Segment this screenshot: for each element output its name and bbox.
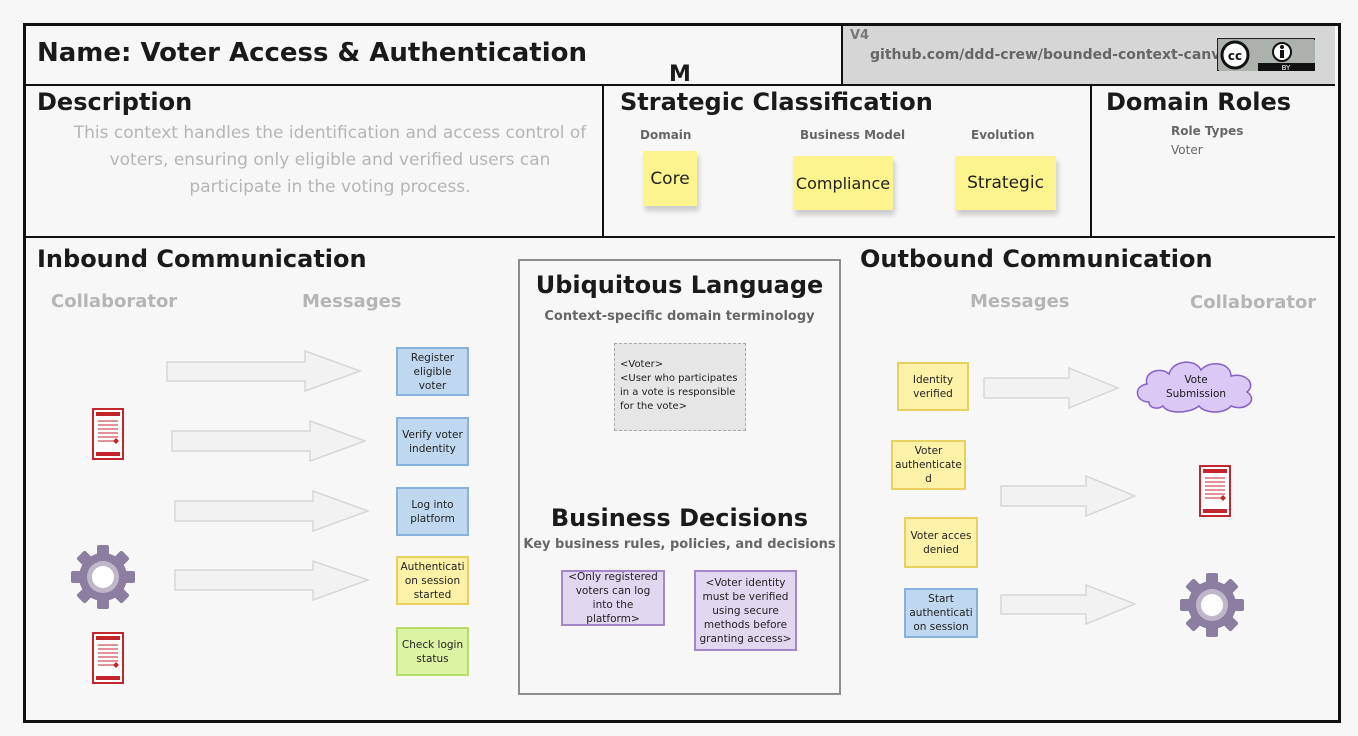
context-name: Name: Voter Access & Authentication	[37, 38, 588, 68]
term-definition: <User who participates in a vote is resp…	[620, 373, 738, 412]
role-types-label: Role Types	[1171, 124, 1244, 138]
document-icon	[92, 632, 124, 684]
business-decisions-subtitle: Key business rules, policies, and decisi…	[523, 537, 836, 552]
strategic-title: Strategic Classification	[620, 88, 933, 116]
description-text: This context handles the identification …	[73, 123, 587, 197]
stray-letter: M	[669, 62, 691, 87]
inbound-message-login: Log into platform	[396, 487, 469, 536]
description-title: Description	[37, 88, 193, 116]
inbound-arrow	[166, 349, 363, 393]
cc-by-icon: cc BY	[1217, 38, 1315, 72]
business-model-sticky: Compliance	[793, 156, 893, 210]
domain-roles-title: Domain Roles	[1106, 88, 1292, 116]
outbound-message-start-session: Start authenticati on session	[904, 588, 978, 638]
inbound-title: Inbound Communication	[37, 245, 367, 273]
inbound-message-verify: Verify voter indentity	[396, 417, 469, 466]
inbound-arrow	[171, 419, 368, 463]
inbound-arrow	[174, 559, 371, 602]
inbound-message-check-login: Check login status	[396, 627, 469, 676]
role-value: Voter	[1171, 143, 1203, 157]
outbound-arrow	[983, 366, 1120, 410]
version-label: V4	[850, 28, 870, 43]
term-name: <Voter>	[620, 359, 664, 370]
svg-text:BY: BY	[1282, 64, 1291, 72]
outbound-collaborator-header: Collaborator	[1190, 292, 1317, 313]
evolution-label: Evolution	[971, 128, 1035, 142]
ubiquitous-subtitle: Context-specific domain terminology	[544, 309, 815, 324]
business-decisions-title: Business Decisions	[550, 504, 809, 532]
divider	[26, 236, 1335, 238]
outbound-arrow	[1000, 474, 1137, 518]
decision-card: <Only registered voters can log into the…	[561, 570, 665, 626]
outbound-messages-header: Messages	[970, 291, 1070, 312]
domain-sticky: Core	[643, 151, 697, 206]
outbound-message-identity-verified: Identity verified	[897, 362, 969, 411]
divider	[1090, 86, 1092, 236]
outbound-message-authenticated: Voter authenticate d	[891, 440, 966, 490]
cloud-collaborator-label: Vote Submission	[1165, 374, 1227, 400]
gear-icon	[1180, 573, 1244, 637]
document-icon	[92, 408, 124, 460]
business-model-label: Business Model	[800, 128, 906, 142]
divider	[602, 86, 604, 236]
gear-icon	[71, 545, 135, 609]
document-icon	[1199, 465, 1231, 517]
svg-text:cc: cc	[1228, 49, 1242, 63]
inbound-message-register: Register eligible voter	[396, 347, 469, 396]
inbound-arrow	[174, 489, 371, 533]
outbound-title: Outbound Communication	[860, 245, 1213, 273]
inbound-message-session-started: Authenticati on session started	[396, 556, 469, 605]
github-link[interactable]: github.com/ddd-crew/bounded-context-canv…	[870, 47, 1239, 63]
evolution-sticky: Strategic	[955, 156, 1056, 210]
term-card: <Voter> <User who participates in a vote…	[614, 343, 746, 431]
divider	[841, 26, 843, 84]
inbound-collaborator-header: Collaborator	[51, 291, 178, 312]
domain-label: Domain	[640, 128, 692, 142]
inbound-messages-header: Messages	[302, 291, 402, 312]
divider	[26, 84, 1335, 86]
outbound-arrow	[1000, 583, 1138, 626]
ubiquitous-title: Ubiquitous Language	[535, 271, 824, 299]
cloud-icon	[1136, 361, 1253, 413]
decision-card: <Voter identity must be verified using s…	[694, 570, 797, 651]
outbound-message-access-denied: Voter acces denied	[904, 517, 978, 568]
